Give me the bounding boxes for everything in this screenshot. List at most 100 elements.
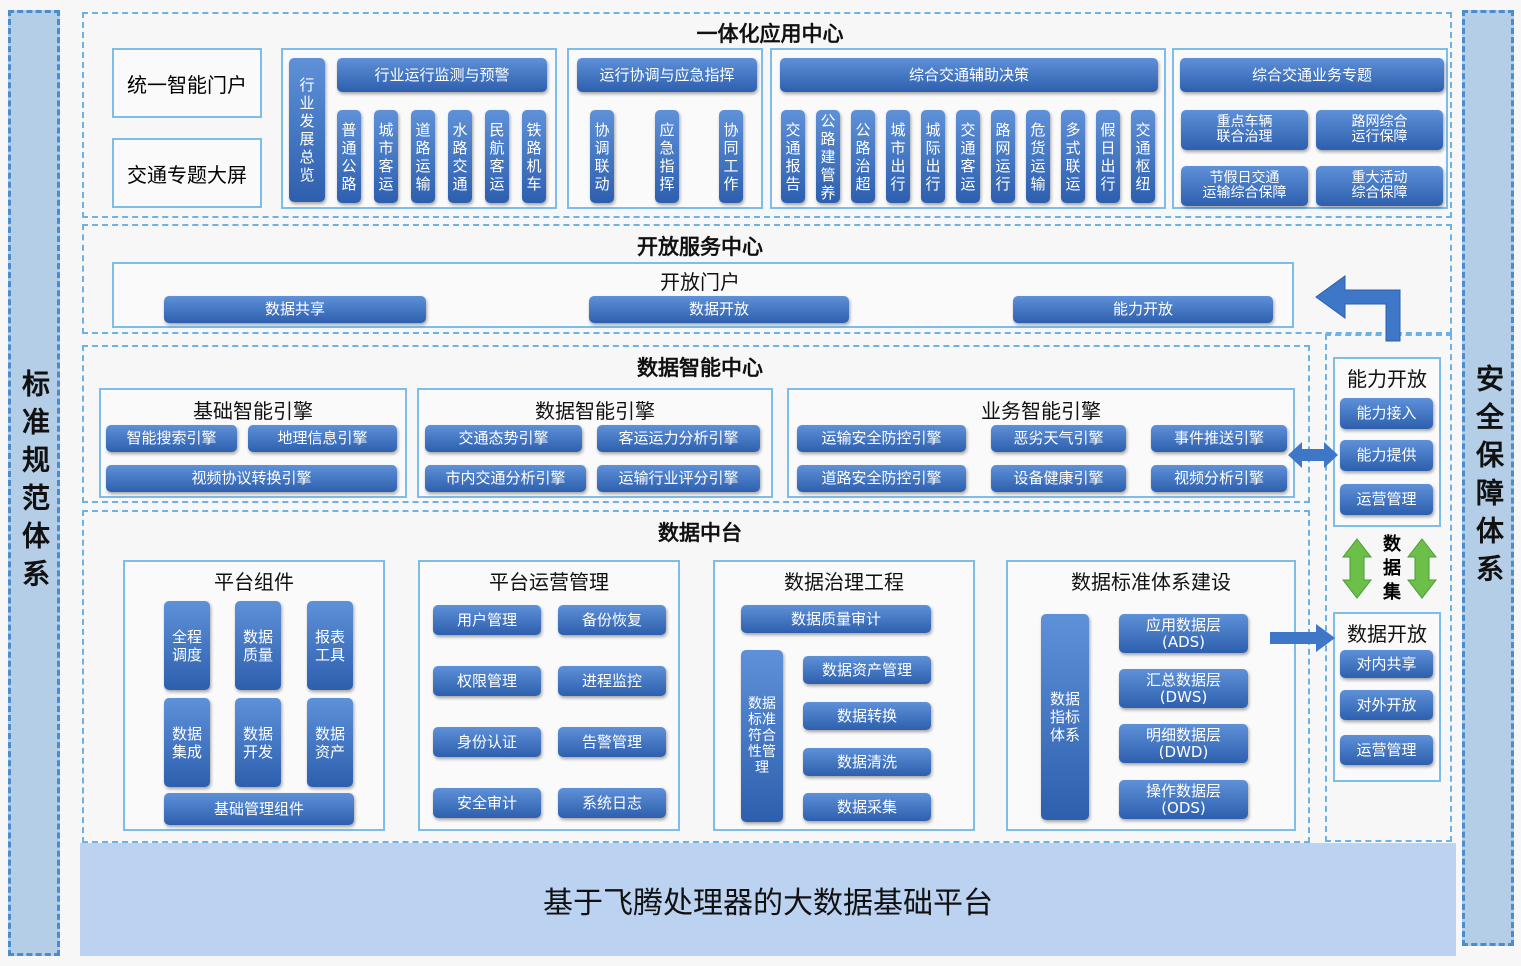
component-item: 数据集成 [164, 698, 210, 787]
dataset-label: 数据集 [1380, 534, 1401, 606]
component-item: 数据开发 [235, 698, 281, 787]
data-layer: 汇总数据层(DWS) [1119, 669, 1248, 708]
capability-open-button: 能力开放 [1013, 296, 1273, 323]
layer-code: (ODS) [1161, 798, 1206, 817]
layer-name: 汇总数据层 [1145, 671, 1221, 689]
data-platform-title: 数据中台 [658, 521, 742, 545]
decision-item: 危货运输 [1026, 110, 1050, 203]
decision-item: 城市出行 [886, 110, 910, 203]
decision-item: 多式联运 [1061, 110, 1085, 203]
governance-item: 数据清洗 [803, 748, 931, 776]
engine-item: 事件推送引擎 [1151, 425, 1287, 452]
engine-item: 视频分析引擎 [1151, 465, 1287, 492]
ops-item: 备份恢复 [558, 605, 666, 635]
data-share-button: 数据共享 [164, 296, 426, 323]
engine-item: 交通态势引擎 [425, 425, 582, 452]
standards-system-bar: 标准规范体系 [8, 10, 60, 956]
ops-item: 权限管理 [433, 666, 541, 696]
ops-item: 系统日志 [558, 788, 666, 818]
layer-code: (DWS) [1159, 687, 1208, 706]
capability-item: 运营管理 [1340, 484, 1433, 515]
topics-header: 综合交通业务专题 [1180, 58, 1444, 92]
topic-line: 重大活动 [1351, 170, 1408, 186]
monitoring-item: 道路运输 [411, 110, 435, 203]
engine-item: 恶劣天气引擎 [991, 425, 1126, 452]
standards-system-label: 标准规范体系 [18, 369, 51, 597]
intel-center-title: 数据智能中心 [637, 356, 763, 380]
coordination-header: 运行协调与应急指挥 [577, 58, 757, 92]
decision-item: 交通报告 [781, 110, 805, 203]
decision-item: 公路治超 [851, 110, 875, 203]
data-open-item: 对外开放 [1340, 690, 1433, 720]
topic-line: 节假日交通 [1209, 170, 1280, 186]
decision-header: 综合交通辅助决策 [780, 58, 1158, 92]
layer-name: 明细数据层 [1145, 726, 1221, 744]
monitoring-item: 城市客运 [374, 110, 398, 203]
engine-item: 客运运力分析引擎 [597, 425, 760, 452]
engine-item: 运输安全防控引擎 [797, 425, 966, 452]
intel-center-section [82, 345, 1310, 503]
decision-item: 交通枢纽 [1131, 110, 1155, 203]
data-engine-header: 数据智能引擎 [535, 399, 655, 423]
layer-code: (ADS) [1161, 632, 1206, 651]
coordination-item: 协同工作 [719, 110, 743, 203]
monitoring-item: 铁路机车 [522, 110, 546, 203]
capability-open-header: 能力开放 [1347, 367, 1427, 391]
standard-compliance-management: 数据标准符合性管理 [741, 650, 783, 822]
monitoring-item: 普通公路 [337, 110, 361, 203]
decision-item: 公路建管养 [816, 110, 840, 203]
coordination-item: 协调联动 [590, 110, 614, 203]
component-item: 报表工具 [307, 601, 353, 690]
data-open-header: 数据开放 [1347, 622, 1427, 646]
capability-item: 能力接入 [1340, 398, 1433, 429]
open-portal-label: 开放门户 [660, 270, 740, 294]
app-center-title: 一体化应用中心 [696, 22, 844, 46]
data-quality-audit: 数据质量审计 [741, 605, 931, 633]
engine-item: 智能搜索引擎 [106, 425, 237, 452]
platform-ops-header: 平台运营管理 [489, 570, 609, 594]
security-system-bar: 安全保障体系 [1462, 10, 1514, 946]
component-item: 数据资产 [307, 698, 353, 787]
governance-item: 数据采集 [803, 793, 931, 821]
layer-code: (DWD) [1158, 742, 1209, 761]
capability-item: 能力提供 [1340, 440, 1433, 471]
coordination-item: 应急指挥 [655, 110, 679, 203]
engine-item: 地理信息引擎 [248, 425, 397, 452]
data-open-button: 数据开放 [589, 296, 849, 323]
monitoring-item: 水路交通 [448, 110, 472, 203]
data-layer: 应用数据层(ADS) [1119, 614, 1248, 653]
data-layer: 操作数据层(ODS) [1119, 780, 1248, 819]
layer-name: 操作数据层 [1145, 782, 1221, 800]
app-center-section [82, 12, 1452, 218]
topic-line: 运输综合保障 [1202, 185, 1287, 201]
basic-engine-header: 基础智能引擎 [193, 399, 313, 423]
ops-item: 进程监控 [558, 666, 666, 696]
data-layer: 明细数据层(DWD) [1119, 724, 1248, 763]
governance-header: 数据治理工程 [784, 570, 904, 594]
engine-item: 市内交通分析引擎 [425, 465, 586, 492]
open-center-section [82, 224, 1452, 334]
topic-line: 综合保障 [1351, 185, 1408, 201]
decision-item: 路网运行 [991, 110, 1015, 203]
ops-item: 用户管理 [433, 605, 541, 635]
data-open-item: 对内共享 [1340, 650, 1433, 678]
ops-item: 身份认证 [433, 727, 541, 757]
decision-item: 城际出行 [921, 110, 945, 203]
monitoring-item: 民航客运 [485, 110, 509, 203]
governance-item: 数据转换 [803, 702, 931, 730]
engine-item: 设备健康引擎 [991, 465, 1126, 492]
data-open-item: 运营管理 [1340, 735, 1433, 765]
industry-overview: 行业发展总览 [289, 58, 325, 202]
engine-item: 道路安全防控引擎 [797, 465, 966, 492]
ops-item: 安全审计 [433, 788, 541, 818]
governance-item: 数据资产管理 [803, 656, 931, 684]
security-system-label: 安全保障体系 [1472, 364, 1505, 592]
open-center-title: 开放服务中心 [637, 235, 763, 259]
topic-line: 运行保障 [1351, 129, 1408, 145]
topic-line: 联合治理 [1216, 129, 1273, 145]
engine-item: 视频协议转换引擎 [106, 465, 397, 492]
topic-item: 节假日交通运输综合保障 [1181, 166, 1308, 206]
monitoring-header: 行业运行监测与预警 [337, 58, 547, 92]
layer-name: 应用数据层 [1145, 616, 1221, 634]
data-platform-section [82, 510, 1310, 843]
